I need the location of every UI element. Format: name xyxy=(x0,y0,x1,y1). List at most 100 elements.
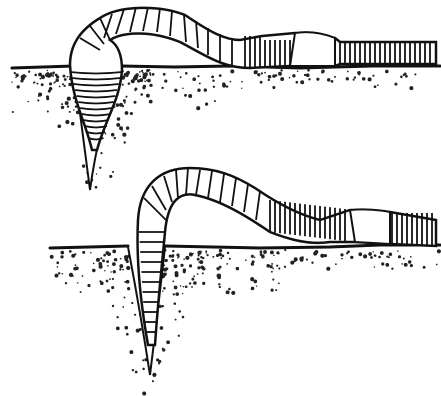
worm-body-bottom xyxy=(137,168,436,345)
soil-grain xyxy=(105,133,107,135)
soil-grain xyxy=(130,112,133,115)
soil-grain xyxy=(123,99,126,102)
soil-grain xyxy=(264,72,266,74)
soil-grain xyxy=(174,302,177,305)
soil-grain xyxy=(63,75,66,78)
worm-body-top xyxy=(70,8,436,150)
soil-grain xyxy=(314,250,318,254)
soil-grain xyxy=(174,89,177,92)
soil-grain xyxy=(222,84,226,88)
soil-grain xyxy=(377,84,379,86)
soil-grain xyxy=(125,96,127,98)
soil-grain xyxy=(67,105,69,107)
soil-grain xyxy=(152,73,155,76)
soil-grain xyxy=(191,286,193,288)
soil-grain xyxy=(46,72,49,75)
soil-grain xyxy=(122,306,124,308)
soil-grain xyxy=(261,254,263,256)
soil-grain xyxy=(139,76,141,78)
soil-grain xyxy=(354,76,356,78)
soil-grain xyxy=(116,316,118,318)
soil-grain xyxy=(126,126,129,129)
soil-grain xyxy=(65,282,67,284)
soil-grain xyxy=(256,286,257,287)
soil-grain xyxy=(124,102,126,104)
soil-grain xyxy=(124,297,126,299)
soil-grain xyxy=(100,152,102,154)
soil-grain xyxy=(178,335,180,337)
soil-grain xyxy=(48,90,51,93)
soil-grain xyxy=(212,256,214,258)
soil-grain xyxy=(142,368,145,371)
soil-grain xyxy=(316,78,319,81)
soil-grain xyxy=(60,251,64,255)
soil-grain xyxy=(184,94,187,97)
soil-grain xyxy=(180,264,183,267)
soil-grain xyxy=(216,254,219,257)
soil-grain xyxy=(362,77,366,81)
soil-grain xyxy=(296,81,299,84)
soil-grain xyxy=(185,72,188,75)
soil-grain xyxy=(220,254,222,256)
soil-grain xyxy=(116,103,120,107)
soil-grain xyxy=(38,92,42,96)
soil-grain xyxy=(46,95,49,98)
soil-grain xyxy=(183,258,185,260)
soil-grain xyxy=(202,282,205,285)
soil-surface-bottom xyxy=(50,245,440,248)
soil-grain xyxy=(112,278,114,280)
soil-grain xyxy=(134,87,137,90)
soil-grain xyxy=(372,251,373,252)
soil-grain xyxy=(245,259,247,261)
soil-grain xyxy=(266,264,270,268)
soil-grain xyxy=(271,271,273,273)
soil-grain xyxy=(358,252,362,256)
soil-grain xyxy=(381,262,384,265)
soil-grain xyxy=(260,250,263,253)
soil-grain xyxy=(112,250,116,254)
soil-grain xyxy=(124,326,128,330)
soil-grain xyxy=(62,83,64,85)
soil-grain xyxy=(90,252,92,254)
soil-grain xyxy=(74,253,76,255)
soil-grain xyxy=(64,78,67,81)
soil-grain xyxy=(280,69,282,71)
soil-grain xyxy=(146,69,149,72)
soil-grain xyxy=(36,83,38,85)
soil-grain xyxy=(54,81,56,83)
soil-grain xyxy=(139,71,141,73)
soil-grain xyxy=(87,284,90,287)
soil-grain xyxy=(398,255,401,258)
soil-grain xyxy=(397,250,398,251)
soil-grain xyxy=(183,286,185,288)
soil-grain xyxy=(272,279,274,281)
soil-grain xyxy=(205,103,208,106)
soil-grain xyxy=(172,254,174,256)
soil-grain xyxy=(175,319,177,321)
soil-grain xyxy=(28,71,30,73)
soil-grain xyxy=(100,281,104,285)
soil-grain xyxy=(254,257,256,259)
soil-grain xyxy=(353,79,355,81)
soil-grain xyxy=(278,267,280,269)
soil-grain xyxy=(241,81,243,83)
soil-grain xyxy=(139,328,142,331)
soil-grain xyxy=(272,74,275,77)
soil-grain xyxy=(263,250,267,254)
soil-grain xyxy=(321,72,323,74)
soil-grain xyxy=(92,269,96,273)
soil-grain xyxy=(126,333,129,336)
soil-grain xyxy=(146,79,148,81)
soil-grain xyxy=(149,74,151,76)
soil-grain xyxy=(197,75,199,77)
soil-grain xyxy=(120,258,122,260)
soil-grain xyxy=(149,100,153,104)
soil-grain xyxy=(178,310,181,313)
soil-grain xyxy=(217,268,220,271)
soil-grain xyxy=(142,392,146,396)
soil-grain xyxy=(174,264,178,268)
soil-grain xyxy=(65,120,69,124)
soil-grain xyxy=(127,287,130,290)
soil-grain xyxy=(311,262,313,264)
soil-grain xyxy=(226,290,230,294)
